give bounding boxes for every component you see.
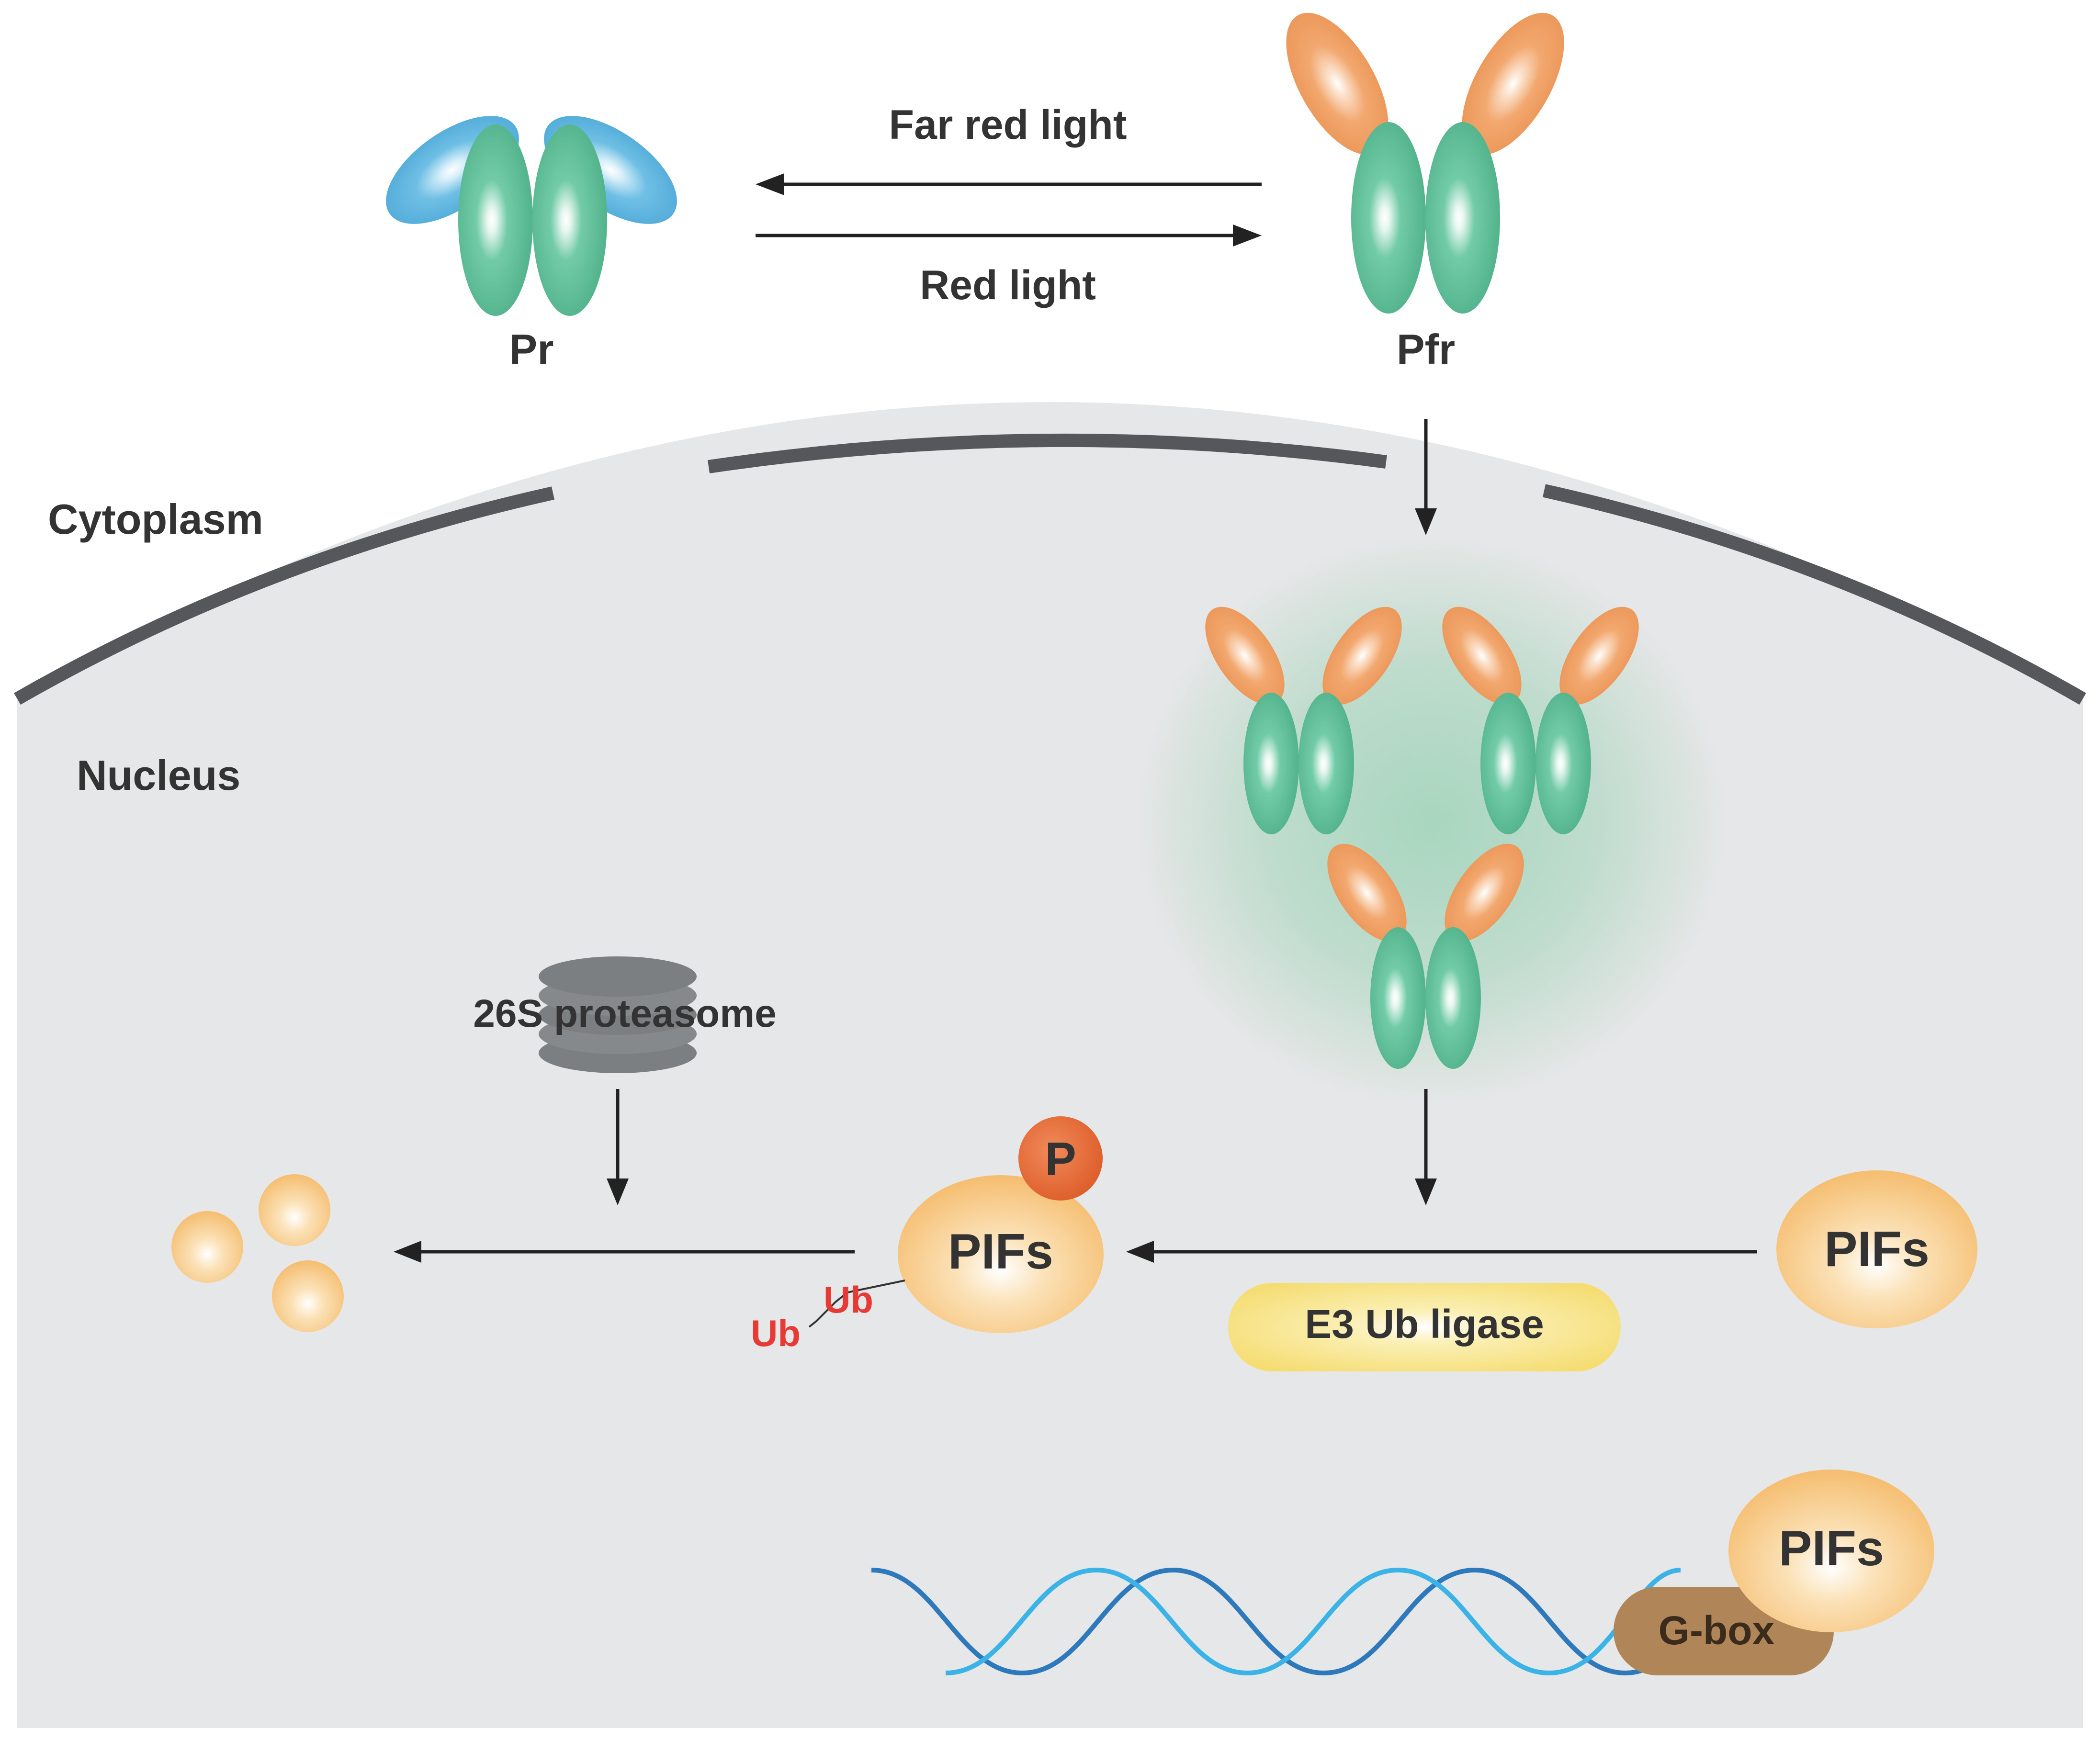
- phosphate-badge: [1018, 1116, 1103, 1201]
- pfr-dimer-icon: [1286, 12, 1564, 314]
- degradation-fragments-icon: [171, 1174, 344, 1332]
- ub-label-1: Ub: [824, 1279, 873, 1321]
- nuclear-membrane-segment-1: [14, 486, 555, 705]
- phosphate-label: P: [1045, 1133, 1076, 1185]
- cytoplasm-label: Cytoplasm: [48, 495, 263, 543]
- proteasome-down-arrow: [607, 1089, 629, 1205]
- pfr-label: Pfr: [1397, 326, 1455, 373]
- pfr-dimer-nuclear-2: [1442, 606, 1639, 834]
- body-down-arrow: [1415, 1089, 1437, 1205]
- dna-helix-icon: [871, 1567, 1693, 1676]
- proteasome-label: 26S proteasome: [473, 992, 777, 1035]
- nuclear-membrane-segment-3: [1542, 484, 2086, 705]
- pifs-dna-label: PIFs: [1779, 1521, 1884, 1576]
- far-red-light-label: Far red light: [889, 102, 1127, 148]
- pifs-center-label: PIFs: [948, 1224, 1053, 1280]
- degradation-arrow: [394, 1241, 855, 1263]
- nucleus-label: Nucleus: [77, 752, 240, 799]
- pifs-free: [1776, 1170, 1977, 1328]
- pifs-phosphorylated: [898, 1175, 1104, 1333]
- import-arrow: [1415, 419, 1437, 535]
- proteasome-icon: [539, 956, 697, 1073]
- pifs-bound: [1728, 1470, 1934, 1632]
- pr-label: Pr: [509, 326, 554, 373]
- far-red-arrow: [756, 173, 1262, 195]
- ub-chain-link: [808, 1280, 905, 1328]
- g-box-label: G-box: [1659, 1608, 1775, 1653]
- red-light-label: Red light: [920, 262, 1096, 308]
- nuclear-membrane-segment-2: [707, 433, 1387, 473]
- red-arrow: [756, 225, 1262, 247]
- pr-dimer-icon: [386, 116, 677, 316]
- ubiquitination-arrow: [1126, 1241, 1757, 1263]
- pifs-right-label: PIFs: [1824, 1222, 1930, 1277]
- ub-label-2: Ub: [751, 1312, 801, 1354]
- pfr-dimer-nuclear-1: [1205, 606, 1402, 834]
- e3-ligase-label: E3 Ub ligase: [1305, 1302, 1544, 1347]
- e3-ligase-pill: [1228, 1283, 1621, 1371]
- pfr-dimer-nuclear-3: [1327, 843, 1524, 1069]
